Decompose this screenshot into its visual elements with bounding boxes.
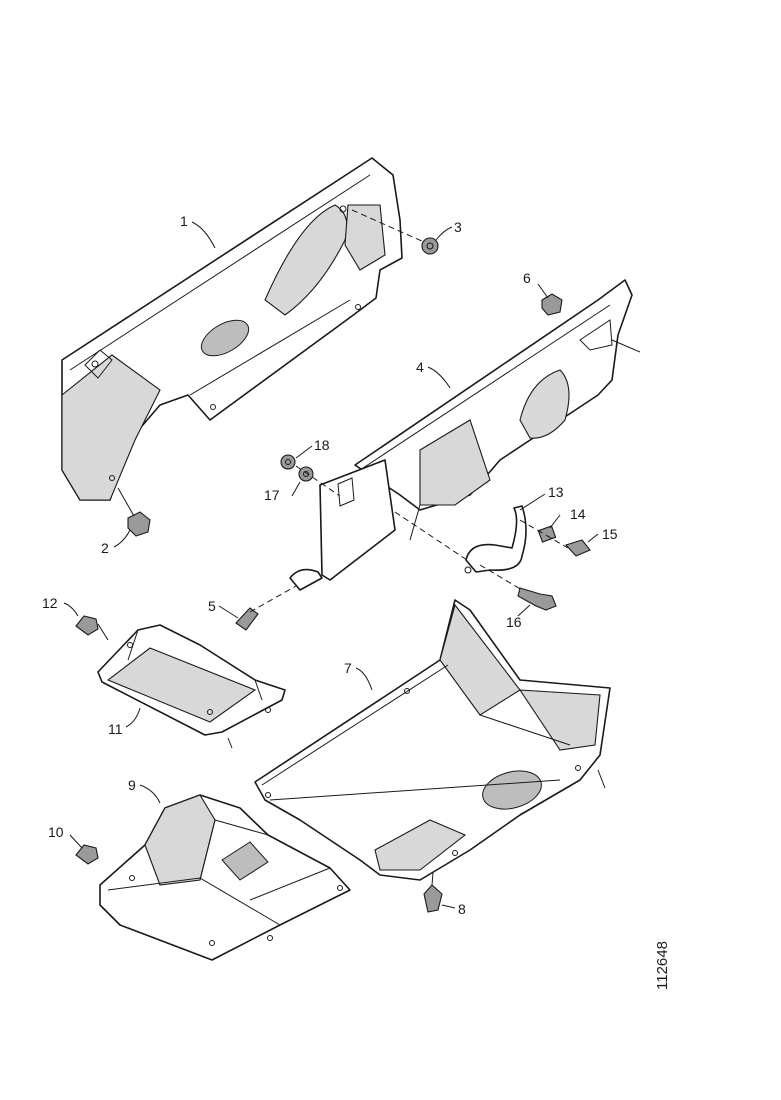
part-2-nut: [117, 487, 151, 537]
part-15-bolt: [519, 519, 591, 557]
callout-4: 4: [416, 359, 424, 375]
reference-number: 112648: [654, 941, 671, 990]
part-6-nut: [537, 283, 563, 316]
part-4-heat-shield: [354, 279, 641, 541]
callout-leaders: [63, 221, 599, 909]
callout-1: 1: [180, 213, 188, 229]
part-9-rear-shield: [99, 794, 351, 961]
callout-15: 15: [602, 526, 618, 542]
callout-7: 7: [344, 660, 352, 676]
part-4-bracket: [289, 459, 396, 591]
part-3-nut: [351, 209, 439, 255]
callout-8: 8: [458, 901, 466, 917]
callout-11: 11: [108, 721, 123, 737]
part-17-nut: [298, 466, 314, 482]
callout-3: 3: [454, 219, 462, 235]
part-16-bolt: [479, 564, 557, 611]
part-10-clip: [69, 834, 99, 865]
part-18-nut: [280, 454, 341, 497]
callout-14: 14: [570, 506, 586, 522]
callout-5: 5: [208, 598, 216, 614]
callout-12: 12: [42, 595, 58, 611]
callout-10: 10: [48, 824, 64, 840]
callout-16: 16: [506, 614, 522, 630]
part-13-strap: [394, 505, 527, 574]
part-11-tray-shield: [97, 624, 286, 749]
part-12-clip: [75, 615, 109, 641]
callout-18: 18: [314, 437, 330, 453]
callout-labels: 1 2 3 4 5 6 7 8 9 10 11 12 13 14 15 16 1…: [42, 213, 618, 917]
callout-17: 17: [264, 487, 280, 503]
part-8-clip: [423, 872, 443, 913]
part-14-spacer: [537, 525, 557, 543]
callout-2: 2: [101, 540, 109, 556]
callout-13: 13: [548, 484, 564, 500]
part-5-clip: [235, 585, 297, 631]
callout-9: 9: [128, 777, 136, 793]
part-7-floor-shield: [254, 599, 611, 881]
part-1-heat-shield: [61, 157, 403, 501]
callout-6: 6: [523, 270, 531, 286]
